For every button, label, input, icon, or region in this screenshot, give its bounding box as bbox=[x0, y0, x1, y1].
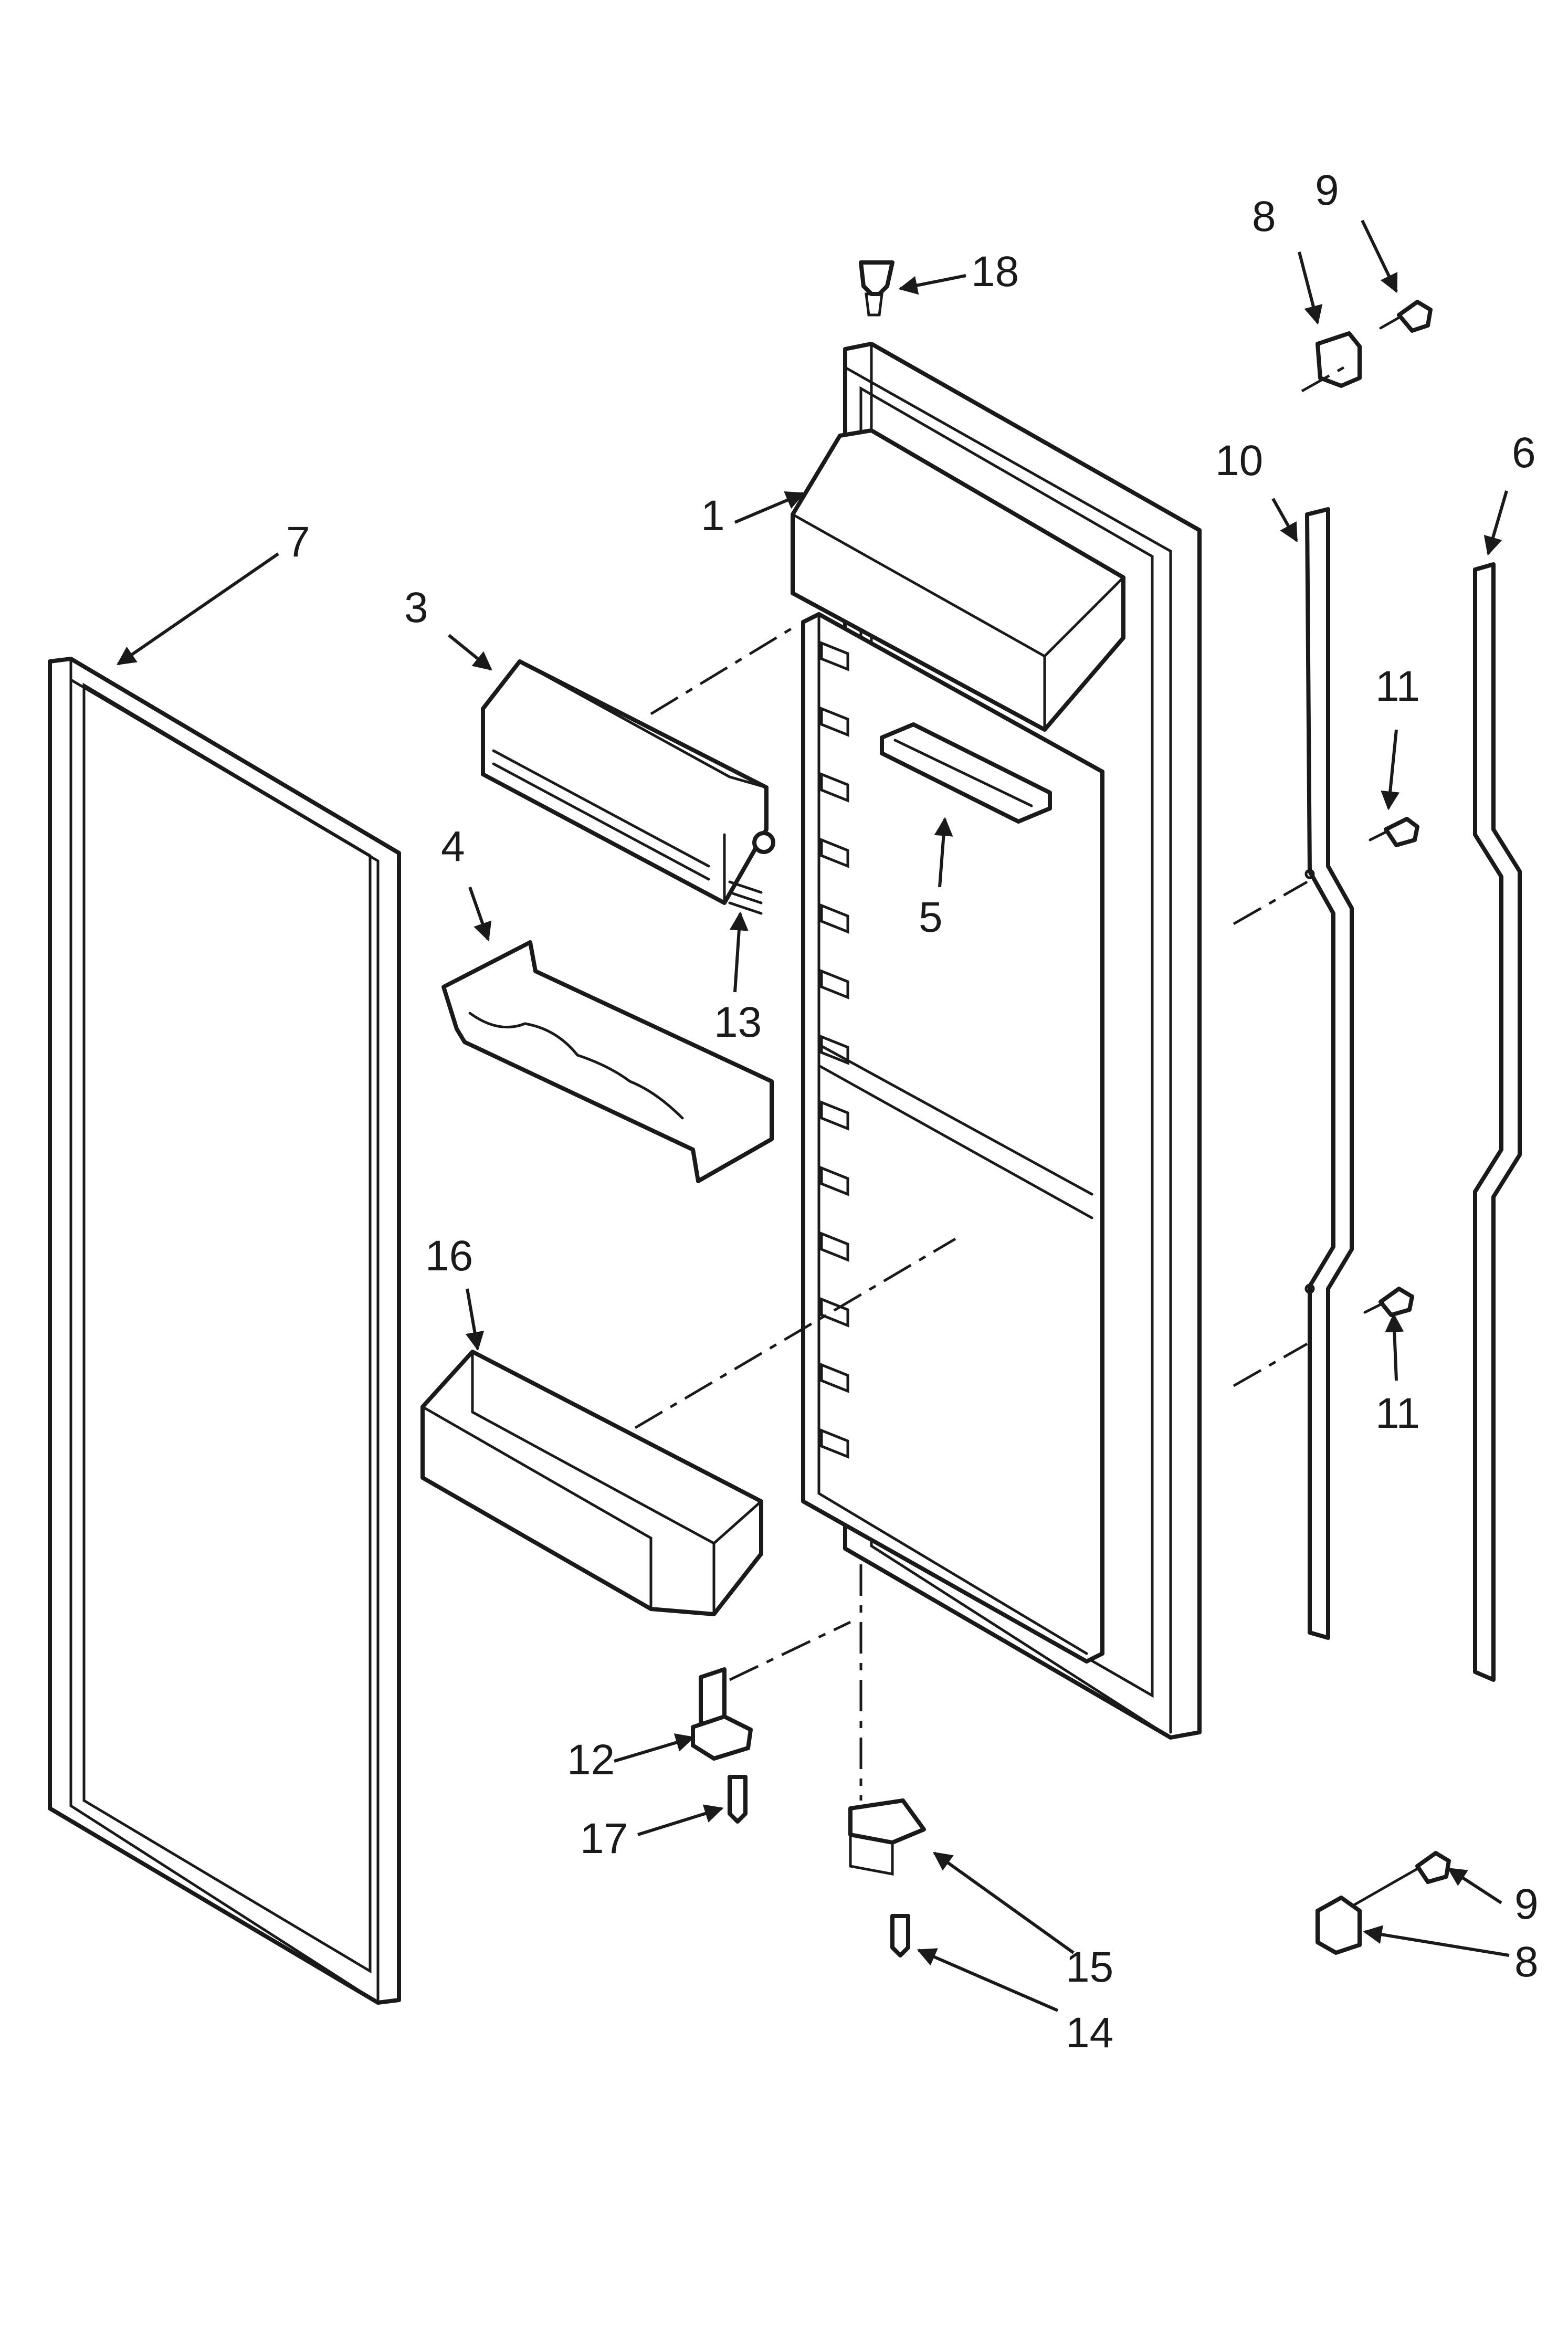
hinge-screw-14-part bbox=[890, 1914, 910, 1957]
callout-9-top: 9 bbox=[1315, 166, 1339, 214]
wire-harness-part bbox=[728, 831, 775, 915]
can-rack-part bbox=[441, 940, 774, 1183]
leader-arrows bbox=[117, 219, 1510, 2012]
lower-hinge-bracket-part bbox=[1316, 1896, 1362, 1955]
callout-11-upper: 11 bbox=[1375, 662, 1420, 710]
module-cover-part bbox=[481, 659, 769, 905]
callout-10: 10 bbox=[1215, 437, 1263, 485]
plug-part bbox=[859, 260, 895, 317]
callout-6: 6 bbox=[1512, 429, 1536, 477]
callout-8-bottom: 8 bbox=[1514, 1938, 1539, 1986]
door-channel-part bbox=[1304, 507, 1354, 1640]
callout-18: 18 bbox=[971, 248, 1019, 296]
upper-hinge-screw-part bbox=[1379, 300, 1433, 333]
callout-1: 1 bbox=[701, 492, 725, 540]
callout-11-lower: 11 bbox=[1375, 1390, 1420, 1437]
assembly-lines bbox=[634, 366, 1345, 1801]
door-bin-part bbox=[420, 1350, 763, 1616]
callout-7: 7 bbox=[286, 518, 310, 566]
callout-14: 14 bbox=[1066, 2009, 1113, 2057]
dairy-tray-part bbox=[880, 722, 1052, 824]
callout-15: 15 bbox=[1066, 1943, 1113, 1991]
callout-3: 3 bbox=[404, 584, 428, 632]
lower-bracket-screw-part bbox=[1342, 1851, 1451, 1912]
callout-13: 13 bbox=[714, 998, 762, 1046]
door-trim-strip-part bbox=[1473, 562, 1522, 1682]
hinge-pin-part bbox=[691, 1667, 753, 1761]
callout-labels: 1 3 4 5 6 7 8 9 10 11 11 12 13 14 15 16 … bbox=[286, 166, 1539, 2057]
lower-hinge-part bbox=[848, 1798, 926, 1876]
channel-screw-upper-part bbox=[1369, 817, 1419, 847]
upper-hinge-bracket-part bbox=[1316, 331, 1362, 388]
callout-17: 17 bbox=[580, 1815, 628, 1862]
door-liner-part bbox=[791, 342, 1202, 1740]
callout-8-top: 8 bbox=[1252, 193, 1276, 240]
hinge-screw-17-part bbox=[728, 1775, 748, 1824]
channel-screw-lower-part bbox=[1363, 1287, 1414, 1317]
callout-16: 16 bbox=[425, 1232, 473, 1280]
callout-4: 4 bbox=[441, 823, 465, 870]
callout-5: 5 bbox=[919, 893, 943, 941]
callout-9-bottom: 9 bbox=[1514, 1880, 1539, 1928]
callout-12: 12 bbox=[567, 1736, 615, 1784]
door-gasket-part bbox=[48, 657, 401, 2005]
